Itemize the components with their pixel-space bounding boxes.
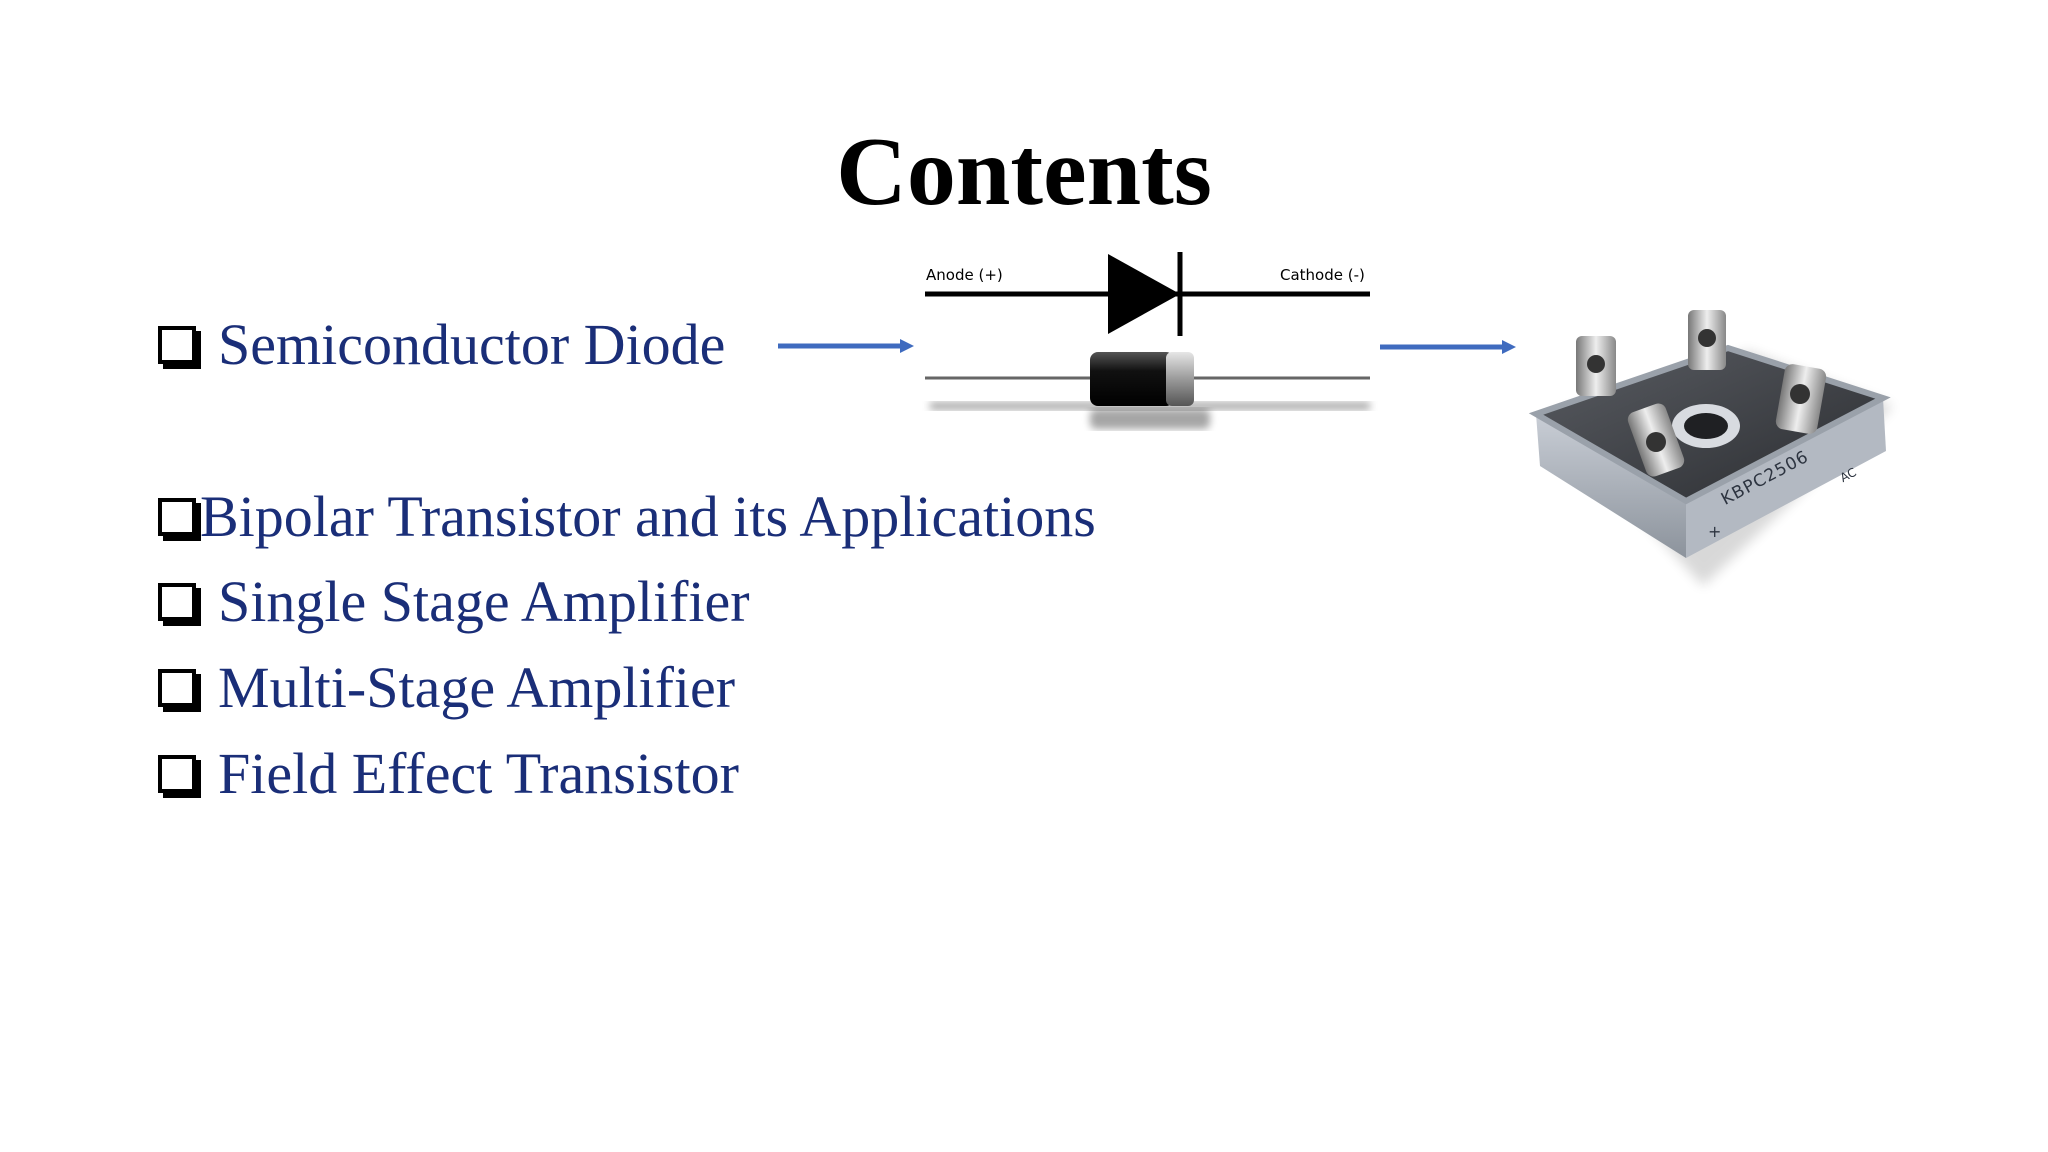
bridge-rectifier-image: KBPC2506 AC + — [1528, 296, 1908, 596]
bullet-text: Single Stage Amplifier — [218, 569, 750, 634]
diode-diagram: Anode (+) Cathode (-) — [920, 244, 1380, 464]
bullet-text: Multi-Stage Amplifier — [218, 655, 736, 720]
slide-title: Contents — [836, 118, 1212, 226]
bullet-item: Single Stage Amplifier — [158, 567, 750, 637]
bullet-text: Semiconductor Diode — [218, 312, 726, 377]
right-arrow-icon — [778, 339, 914, 353]
rectifier-marking-plus: + — [1708, 522, 1722, 541]
bullet-text: Bipolar Transistor and its Applications — [200, 484, 1096, 549]
cathode-label: Cathode (-) — [1280, 266, 1365, 284]
checkbox-bullet-icon — [158, 669, 201, 712]
bridge-rectifier-illustration — [1528, 310, 1893, 586]
diode-symbol-illustration — [925, 252, 1370, 429]
right-arrow-icon — [1380, 340, 1516, 354]
bullet-item: Semiconductor Diode — [158, 310, 725, 380]
checkbox-bullet-icon — [158, 498, 201, 541]
checkbox-bullet-icon — [158, 755, 201, 798]
checkbox-bullet-icon — [158, 326, 201, 369]
checkbox-bullet-icon — [158, 583, 201, 626]
bullet-item: Bipolar Transistor and its Applications — [158, 482, 1096, 552]
bullet-text: Field Effect Transistor — [218, 741, 739, 806]
bullet-item: Multi-Stage Amplifier — [158, 653, 735, 723]
bullet-item: Field Effect Transistor — [158, 739, 739, 809]
anode-label: Anode (+) — [926, 266, 1003, 284]
